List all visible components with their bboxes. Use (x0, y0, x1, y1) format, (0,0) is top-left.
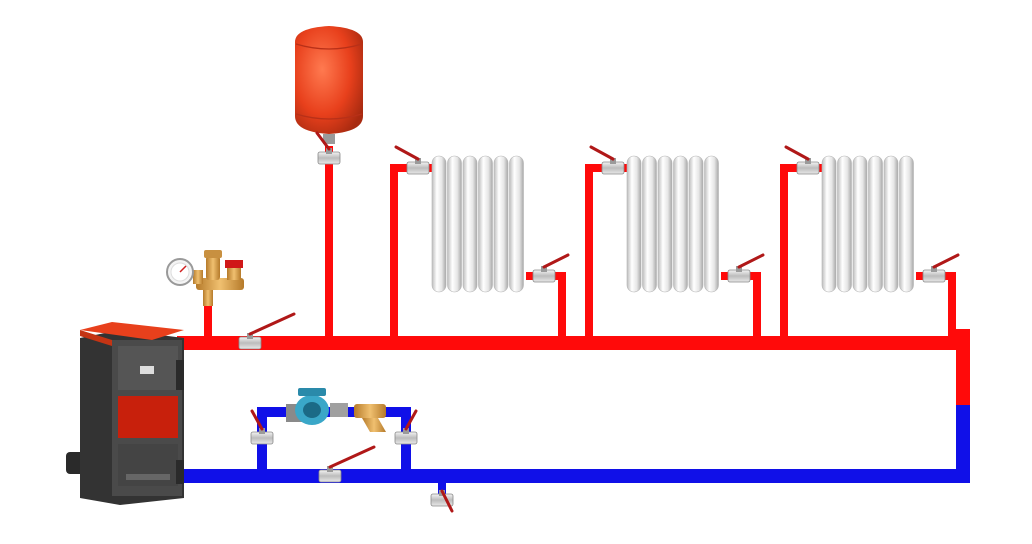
radiator-inlet-valve-icon (394, 145, 430, 175)
ball-valve-icon (430, 489, 454, 513)
pump-left-valve-icon (250, 409, 274, 445)
tank-valve-icon (315, 131, 341, 165)
radiator-section (883, 155, 899, 293)
bypass-ball-valve-icon (318, 445, 376, 483)
radiator-section (688, 155, 704, 293)
radiator-section (462, 155, 478, 293)
radiator-section (626, 155, 642, 293)
radiator-section (493, 155, 509, 293)
radiator-section (837, 155, 852, 293)
radiator-inlet-valve-icon (589, 145, 625, 175)
radiator-icon (431, 155, 524, 293)
radiator-outlet-valve-icon (727, 253, 765, 283)
radiator-outlet-valve-icon (532, 253, 570, 283)
expansion-tank-icon (295, 26, 363, 144)
boiler-icon (66, 322, 184, 505)
radiator-section (431, 155, 447, 293)
radiator-section (899, 155, 914, 293)
valve-group (238, 131, 960, 513)
radiator-section (478, 155, 493, 293)
pressure-gauge-icon (166, 250, 244, 306)
radiator-group (431, 155, 914, 293)
radiator-section (447, 155, 462, 293)
radiator-section (868, 155, 883, 293)
radiator-section (642, 155, 657, 293)
radiator-section (657, 155, 673, 293)
main-supply-ball-valve-icon (238, 312, 296, 350)
radiator-outlet-valve-icon (922, 253, 960, 283)
radiator-section (704, 155, 719, 293)
pump-icon (286, 388, 348, 425)
radiator-section (821, 155, 837, 293)
radiator-section (673, 155, 688, 293)
radiator-icon (821, 155, 914, 293)
radiator-inlet-valve-icon (784, 145, 820, 175)
filter-icon (354, 404, 386, 432)
radiator-section (509, 155, 524, 293)
radiator-section (852, 155, 868, 293)
radiator-icon (626, 155, 719, 293)
pump-right-valve-icon (394, 409, 418, 445)
